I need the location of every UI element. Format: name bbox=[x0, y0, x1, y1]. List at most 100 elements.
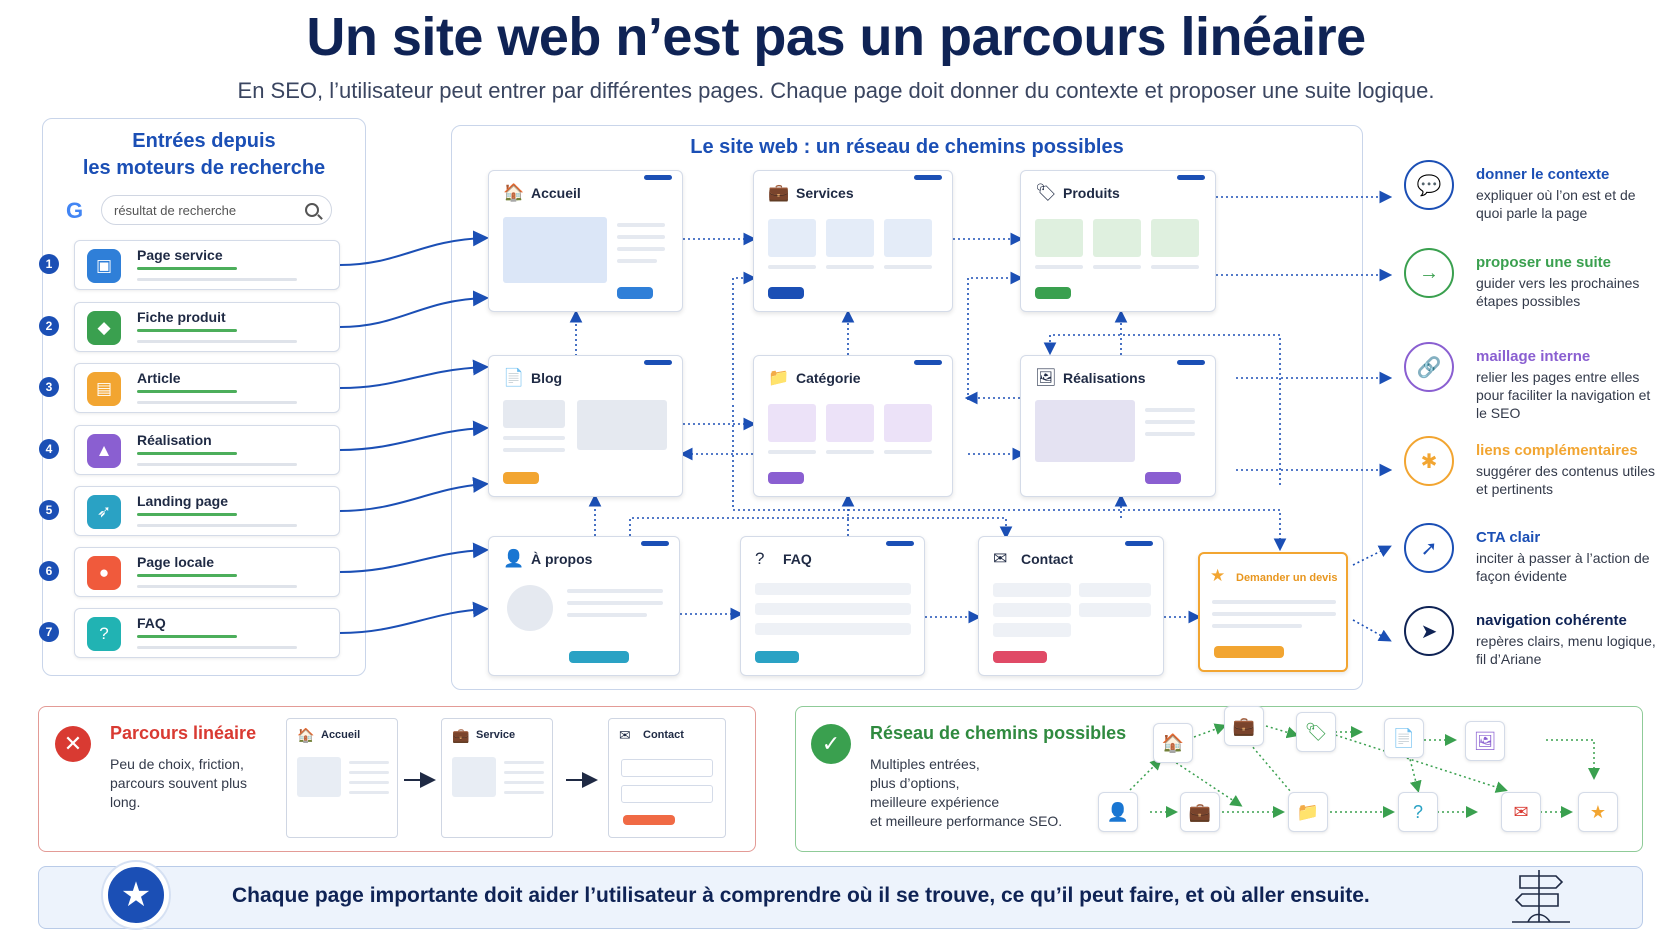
card-action-button[interactable] bbox=[1035, 287, 1071, 299]
card-action-button[interactable] bbox=[755, 651, 799, 663]
card-action-button[interactable] bbox=[768, 472, 804, 484]
entry-label: Landing page bbox=[137, 493, 228, 509]
entry-number: 6 bbox=[39, 561, 59, 581]
tag-icon: ◆ bbox=[87, 311, 121, 345]
card-title: Blog bbox=[531, 370, 563, 386]
tile-placeholder bbox=[884, 219, 932, 257]
tile-placeholder bbox=[768, 404, 816, 442]
entry-text-line bbox=[137, 463, 297, 466]
entry-text-line bbox=[137, 340, 297, 343]
page-card-accueil[interactable]: 🏠Accueil bbox=[488, 170, 683, 312]
rocket-icon: ➶ bbox=[87, 495, 121, 529]
legend-desc: suggérer des contenus utiles et pertinen… bbox=[1476, 463, 1655, 497]
mail-icon: ✉ bbox=[993, 549, 1008, 568]
faq-row bbox=[755, 623, 911, 635]
entry-card[interactable]: ●Page locale bbox=[74, 547, 340, 597]
placeholder bbox=[567, 589, 663, 593]
entry-card[interactable]: ▣Page service bbox=[74, 240, 340, 290]
placeholder bbox=[503, 400, 565, 428]
placeholder bbox=[349, 791, 389, 794]
page-card-categorie[interactable]: 📁 Catégorie bbox=[753, 355, 953, 497]
linear-step-card[interactable]: 🏠Accueil bbox=[286, 718, 398, 838]
linear-step-card[interactable]: ✉ Contact bbox=[608, 718, 726, 838]
entry-number: 2 bbox=[39, 316, 59, 336]
page-card-produits[interactable]: 🏷Produits bbox=[1020, 170, 1216, 312]
entry-card[interactable]: ▲Réalisation bbox=[74, 425, 340, 475]
card-tab bbox=[886, 541, 914, 546]
entry-number: 4 bbox=[39, 439, 59, 459]
legend-desc: repères clairs, menu logique, fil d’Aria… bbox=[1476, 633, 1656, 667]
briefcase-icon: 💼 bbox=[452, 727, 470, 743]
entry-card[interactable]: ▤Article bbox=[74, 363, 340, 413]
search-result-bar[interactable]: résultat de recherche bbox=[101, 195, 332, 225]
image-icon: ▲ bbox=[87, 434, 121, 468]
tag-icon: 🏷 bbox=[1296, 712, 1336, 752]
placeholder bbox=[1212, 612, 1336, 616]
link-icon: 🔗 bbox=[1404, 342, 1454, 392]
entry-number: 5 bbox=[39, 500, 59, 520]
network-path-desc: Multiples entrées, plus d’options, meill… bbox=[870, 755, 1090, 831]
entry-number: 3 bbox=[39, 377, 59, 397]
page-card-contact[interactable]: ✉Contact bbox=[978, 536, 1164, 676]
placeholder bbox=[1212, 600, 1336, 604]
tile-placeholder bbox=[1093, 219, 1141, 257]
placeholder bbox=[1151, 265, 1199, 269]
tile-placeholder bbox=[1151, 219, 1199, 257]
page-card-faq[interactable]: ?FAQ bbox=[740, 536, 925, 676]
placeholder bbox=[617, 235, 665, 239]
heading-line-1: Entrées depuis bbox=[132, 130, 276, 152]
entry-card[interactable]: ◆Fiche produit bbox=[74, 302, 340, 352]
card-title: Produits bbox=[1063, 185, 1120, 201]
chat-icon: 💬 bbox=[1404, 160, 1454, 210]
arrow-right-icon: → bbox=[1404, 248, 1454, 298]
network-desc-line-4: et meilleure performance SEO. bbox=[870, 813, 1063, 829]
card-action-button[interactable] bbox=[1145, 472, 1181, 484]
page-card-blog[interactable]: 📄Blog bbox=[488, 355, 683, 497]
entry-accent-line bbox=[137, 329, 237, 332]
legend-desc: inciter à passer à l’action de façon évi… bbox=[1476, 550, 1650, 584]
linear-step-label: Contact bbox=[643, 729, 684, 741]
placeholder bbox=[617, 223, 665, 227]
placeholder bbox=[349, 771, 389, 774]
network-desc-line-1: Multiples entrées, bbox=[870, 756, 980, 772]
question-icon: ? bbox=[1398, 792, 1438, 832]
entry-card[interactable]: ?FAQ bbox=[74, 608, 340, 658]
field-placeholder bbox=[621, 785, 713, 803]
page-card-devis[interactable]: ★Demander un devis bbox=[1198, 552, 1348, 672]
mail-icon: ✉ bbox=[619, 727, 631, 743]
folder-icon: 📁 bbox=[768, 368, 790, 387]
card-title: Catégorie bbox=[796, 370, 861, 386]
entry-number: 1 bbox=[39, 254, 59, 274]
network-heading: Le site web : un réseau de chemins possi… bbox=[690, 136, 1124, 158]
placeholder bbox=[768, 265, 816, 269]
linear-step-card[interactable]: 💼Service bbox=[441, 718, 553, 838]
placeholder bbox=[1145, 432, 1195, 436]
placeholder bbox=[503, 436, 565, 440]
card-action-button[interactable] bbox=[993, 651, 1047, 663]
legend-desc: expliquer où l’on est et de quoi parle l… bbox=[1476, 187, 1636, 221]
card-action-button[interactable] bbox=[1214, 646, 1284, 658]
entry-label: Page locale bbox=[137, 554, 215, 570]
card-action-button[interactable] bbox=[503, 472, 539, 484]
placeholder bbox=[504, 761, 544, 764]
field-placeholder bbox=[993, 623, 1071, 637]
page-card-realisations[interactable]: 🖼Réalisations bbox=[1020, 355, 1216, 497]
page-card-services[interactable]: 💼Services bbox=[753, 170, 953, 312]
card-action-button[interactable] bbox=[569, 651, 629, 663]
page-title: Un site web n’est pas un parcours linéai… bbox=[306, 7, 1366, 67]
page-card-apropos[interactable]: 👤À propos bbox=[488, 536, 680, 676]
image-placeholder bbox=[503, 217, 607, 283]
card-action-button[interactable] bbox=[768, 287, 804, 299]
send-button[interactable] bbox=[623, 815, 675, 825]
image-placeholder bbox=[297, 757, 341, 797]
network-desc-line-2: plus d’options, bbox=[870, 775, 960, 791]
card-action-button[interactable] bbox=[617, 287, 653, 299]
placeholder bbox=[349, 781, 389, 784]
card-title: Demander un devis bbox=[1236, 572, 1338, 584]
cross-icon: ✕ bbox=[55, 726, 91, 762]
entry-label: FAQ bbox=[137, 615, 166, 631]
entry-card[interactable]: ➶ Landing page bbox=[74, 486, 340, 536]
tile-placeholder bbox=[826, 219, 874, 257]
